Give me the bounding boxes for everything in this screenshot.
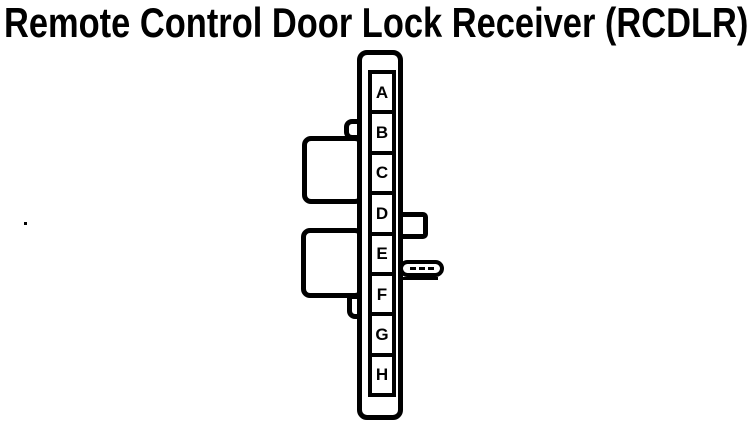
pin-label-b: B (375, 123, 389, 143)
pin-label-g: G (375, 324, 389, 344)
pin-label-f: F (376, 284, 388, 304)
pin-label-a: A (375, 82, 389, 102)
pin-label-e: E (376, 244, 388, 264)
pin-cell-d: D (372, 191, 392, 231)
pin-cell-f: F (372, 271, 392, 312)
page-title: Remote Control Door Lock Receiver (RCDLR… (4, 0, 749, 46)
upper-connector-body-shape (302, 136, 364, 204)
pin-cell-h: H (372, 352, 392, 393)
pin-cell-b: B (372, 110, 392, 150)
lower-connector-body-shape (301, 228, 364, 298)
fastener-pin-line (399, 277, 438, 280)
pin-label-d: D (375, 203, 389, 223)
pin-cell-a: A (372, 74, 392, 110)
fastener-pin-knurl-marks (409, 267, 434, 270)
pin-cell-e: E (372, 231, 392, 272)
scan-speck (24, 222, 27, 225)
fastener-pin-shape (399, 260, 444, 277)
pin-cell-c: C (372, 150, 392, 191)
pin-cell-g: G (372, 312, 392, 352)
pin-column: A B C D E F G H (368, 70, 396, 397)
pin-label-h: H (375, 365, 389, 385)
pin-label-c: C (375, 163, 389, 183)
